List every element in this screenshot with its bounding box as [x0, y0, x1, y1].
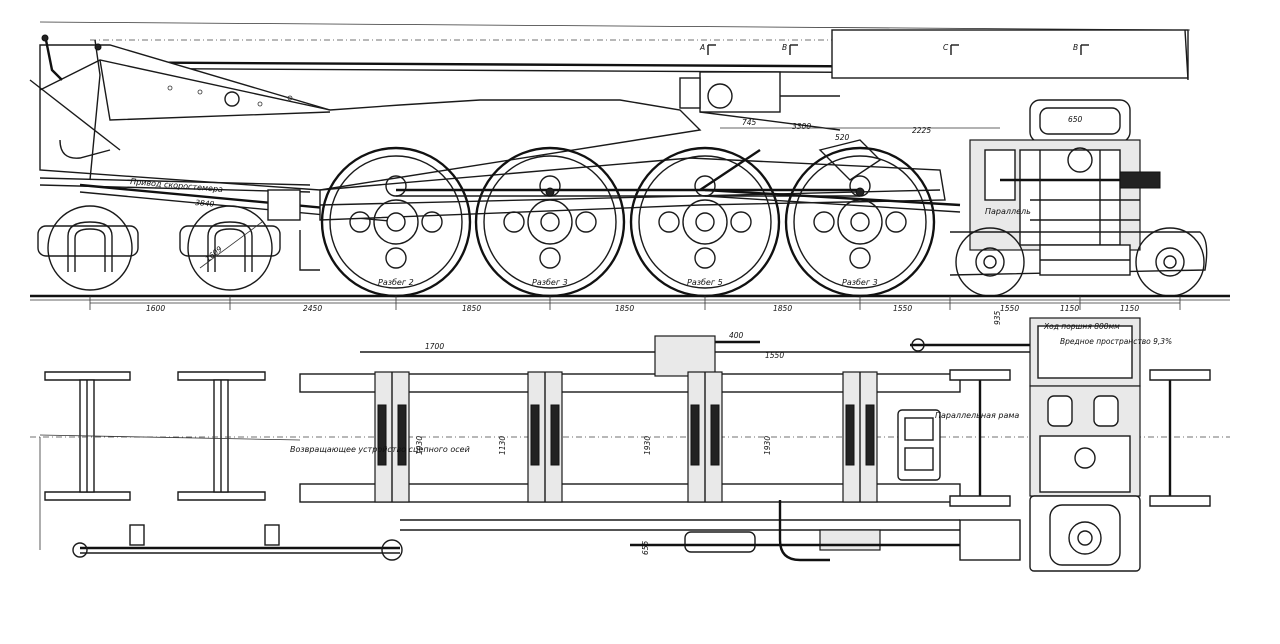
driving-wheel-2: Разбег 3	[474, 146, 626, 298]
dim-plan-1550: 1550	[765, 351, 784, 360]
side-elevation: Привод скоростемера 3840 1609 745 33	[29, 21, 1230, 301]
dim-plan-1930b: 1930	[643, 436, 652, 455]
plan-frame-bottom	[299, 483, 961, 503]
spacing-2-label: Разбег 2	[378, 278, 414, 287]
section-mark-b1: B	[782, 43, 787, 52]
dim-plan-1930a: 1930	[415, 436, 424, 455]
dim-3840: 3840	[195, 198, 215, 209]
return-device-label: Возвращающее устройство сцепного осей	[290, 445, 470, 454]
rear-carrying-wheel-2: 1609	[179, 205, 281, 291]
dim-wb-2: 2450	[303, 304, 322, 313]
parallel-label: Параллель	[985, 207, 1031, 216]
valve-gear-housing	[699, 71, 781, 113]
rear-axle-plan-2	[177, 371, 266, 501]
driving-wheel-4: Разбег 3	[784, 146, 936, 298]
dim-wb-9: 1150	[1120, 304, 1139, 313]
dim-plan-935: 935	[993, 310, 1002, 325]
axle-stack-4: 1930	[763, 371, 878, 503]
dim-plan-1700: 1700	[425, 342, 444, 351]
axle-stack-3: 1930	[643, 371, 723, 503]
spacing-5-label: Разбег 5	[687, 278, 723, 287]
boiler-casing	[831, 29, 1189, 79]
axlebox	[267, 189, 301, 221]
dim-plan-1930c: 1930	[763, 436, 772, 455]
dim-wb-1: 1600	[146, 304, 165, 313]
dim-plan-1130: 1130	[498, 436, 507, 455]
dim-wb-5: 1850	[773, 304, 792, 313]
parallel-frame	[897, 409, 941, 481]
dim-wb-3: 1850	[462, 304, 481, 313]
dim-745: 745	[742, 118, 757, 127]
plan-frame-top	[299, 373, 961, 393]
front-bogie-wheel-2	[1135, 227, 1205, 297]
parallel-frame-label: Параллельная рама	[935, 411, 1019, 420]
dim-wb-4: 1850	[615, 304, 634, 313]
dim-650: 650	[1068, 115, 1083, 124]
dim-2225: 2225	[912, 126, 931, 135]
section-mark-a: A	[699, 43, 705, 52]
axle-stack-1: 1930	[374, 371, 424, 503]
dim-wb-8: 1150	[1060, 304, 1079, 313]
dim-wb-6: 1550	[893, 304, 912, 313]
plan-view: 1700 400 1550 1930 1130 1930	[30, 310, 1230, 572]
piston-stroke-label: Ход поршня 800мм	[1043, 322, 1120, 331]
harmful-space-label: Вредное пространство 9,3%	[1060, 337, 1172, 346]
axle-stack-2: 1130	[498, 371, 563, 503]
dim-520: 520	[835, 133, 850, 142]
wheelbase-dimensions: 1600 2450 1850 1850 1850 1550 1550 1150 …	[89, 296, 1181, 313]
dim-wb-7: 1550	[1000, 304, 1019, 313]
spacing-3a-label: Разбег 3	[532, 278, 568, 287]
spacing-3b-label: Разбег 3	[842, 278, 878, 287]
driving-wheel-1: Разбег 2	[320, 146, 472, 298]
dim-3300: 3300	[792, 122, 811, 131]
rear-carrying-wheel-1	[37, 205, 139, 291]
main-rod	[704, 188, 961, 207]
dim-plan-655: 655	[641, 540, 650, 555]
section-mark-c: C	[943, 43, 949, 52]
dim-plan-400: 400	[729, 331, 744, 340]
section-mark-b2: B	[1073, 43, 1078, 52]
